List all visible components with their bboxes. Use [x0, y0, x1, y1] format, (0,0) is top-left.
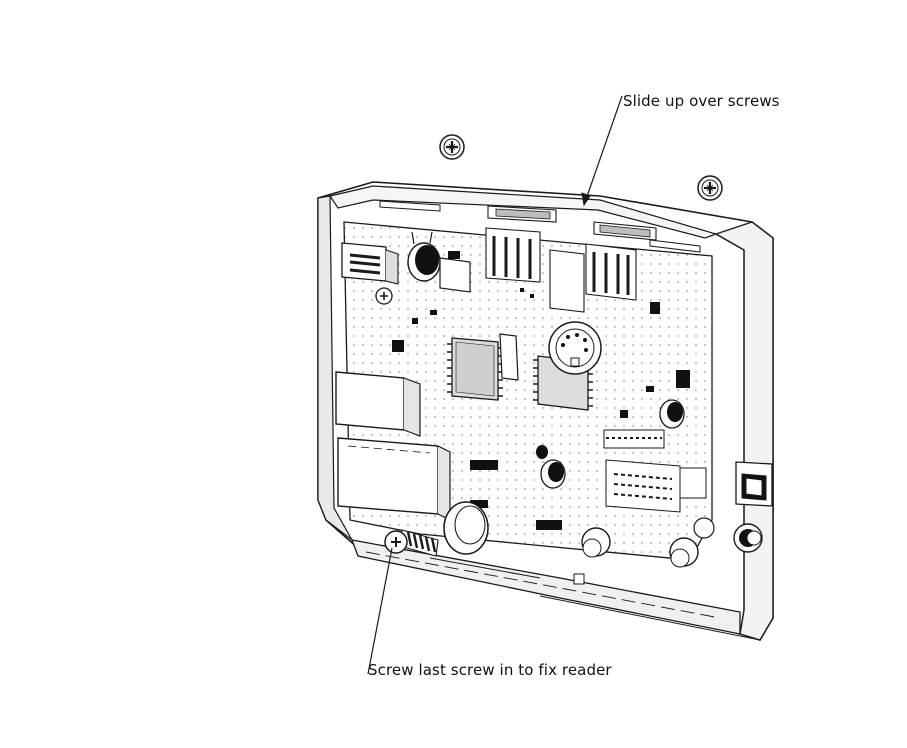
- leader-line-bottom: [368, 548, 392, 674]
- leader-line-top: [584, 96, 622, 205]
- callout-screw-last: Screw last screw in to fix reader: [368, 661, 612, 679]
- phillips-screw-icon: [698, 176, 722, 200]
- reader-pcb-housing: [318, 182, 773, 640]
- phillips-screw-icon: [440, 135, 464, 159]
- callout-slide-up: Slide up over screws: [623, 92, 780, 110]
